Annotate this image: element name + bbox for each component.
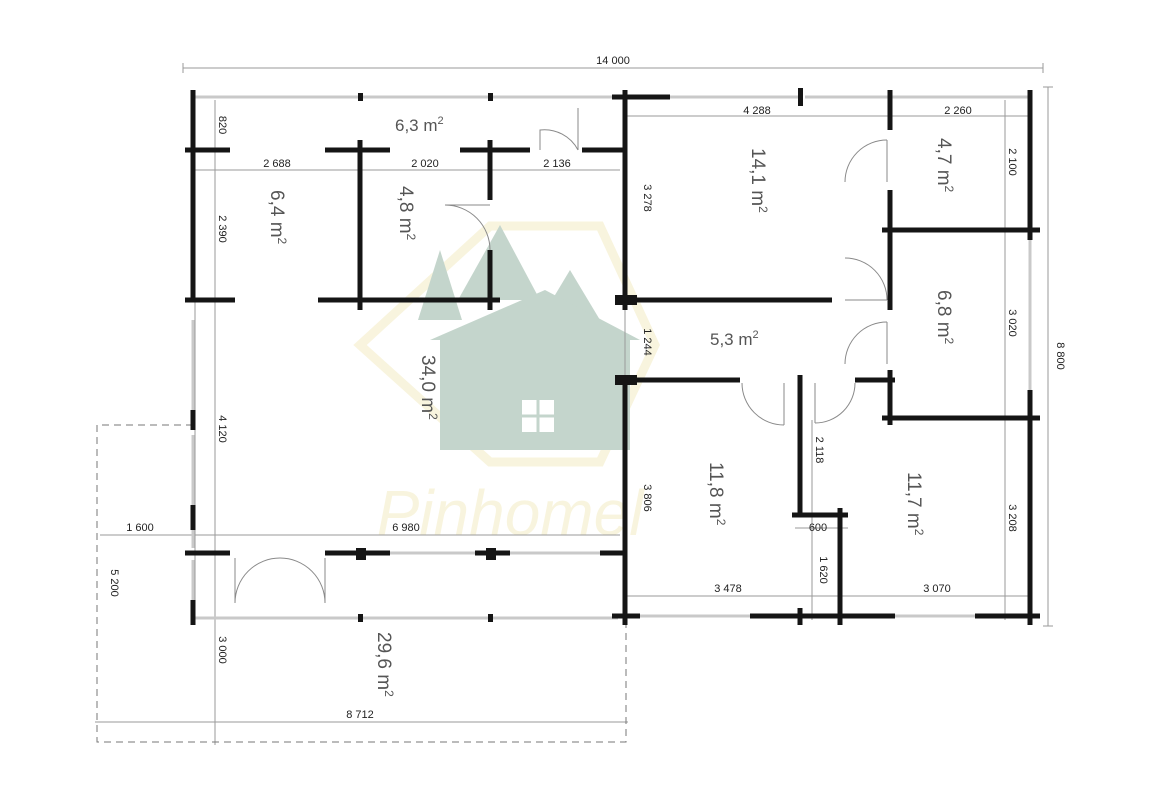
dim-terrace-length: 8 712	[346, 709, 374, 721]
dim-entry-width: 2 136	[543, 158, 571, 170]
dim-far-right-bottom: 3 208	[1006, 504, 1018, 532]
room-storage-top-area: 4,7 m2	[933, 138, 956, 193]
dim-wc-width: 2 020	[411, 158, 439, 170]
dim-terrace-side: 5 200	[108, 569, 120, 597]
room-bath-area: 6,4 m2	[266, 190, 289, 245]
room-bedroom-3-area: 11,8 m2	[705, 462, 728, 526]
window-segments	[191, 95, 1032, 620]
room-bedroom-1-area: 14,1 m2	[747, 148, 770, 213]
room-bedroom-4-area: 11,7 m2	[903, 472, 926, 536]
dim-hall-width: 6 980	[392, 522, 420, 534]
dim-top-right-width: 4 288	[743, 105, 771, 117]
room-terrace-area: 29,6 m2	[373, 632, 396, 697]
dim-top-far-width: 2 260	[944, 105, 972, 117]
dim-terrace-depth: 3 000	[216, 636, 228, 664]
dim-main-left-depth: 4 120	[216, 415, 228, 443]
dim-closet-width: 600	[809, 522, 827, 534]
dim-bed1-depth: 3 278	[641, 184, 653, 212]
dimension-lines	[95, 63, 1053, 745]
dim-hall2-depth: 1 244	[641, 328, 653, 356]
dim-closet-lower: 1 620	[817, 556, 829, 584]
pinhomel-watermark-logo: Pinhomel	[353, 221, 660, 549]
room-storage-mid-area: 6,8 m2	[933, 290, 956, 345]
dim-far-right-mid: 3 020	[1006, 309, 1018, 337]
dim-bed3-width: 3 478	[714, 583, 742, 595]
watermark-brand-text: Pinhomel	[377, 477, 646, 549]
dim-bath-width: 2 688	[263, 158, 291, 170]
door-swings	[234, 108, 888, 604]
dim-far-right-top: 2 100	[1006, 148, 1018, 176]
dim-bed4-width: 3 070	[923, 583, 951, 595]
room-living-area: 34,0 m2	[417, 355, 440, 420]
dim-total-depth: 8 800	[1054, 342, 1066, 370]
dim-room-left-depth: 2 390	[216, 215, 228, 243]
wall-posts	[356, 88, 803, 622]
room-top-strip-area: 6,3 m2	[395, 115, 444, 135]
room-hall-area: 5,3 m2	[710, 329, 759, 349]
dim-closet-depth: 2 118	[813, 437, 825, 464]
dim-total-width: 14 000	[596, 55, 630, 67]
room-wc-area: 4,8 m2	[395, 186, 418, 241]
dim-terrace-offset: 1 600	[126, 522, 154, 534]
terrace-outline	[96, 424, 627, 743]
dim-top-strip-depth: 820	[216, 116, 228, 134]
dimension-labels: 14 000 8 800 820 2 688 2 020 2 136 2 390…	[108, 55, 1066, 721]
dim-bed3-depth: 3 806	[641, 484, 653, 512]
room-labels: 6,3 m2 6,4 m2 4,8 m2 34,0 m2 29,6 m2 14,…	[266, 115, 956, 697]
